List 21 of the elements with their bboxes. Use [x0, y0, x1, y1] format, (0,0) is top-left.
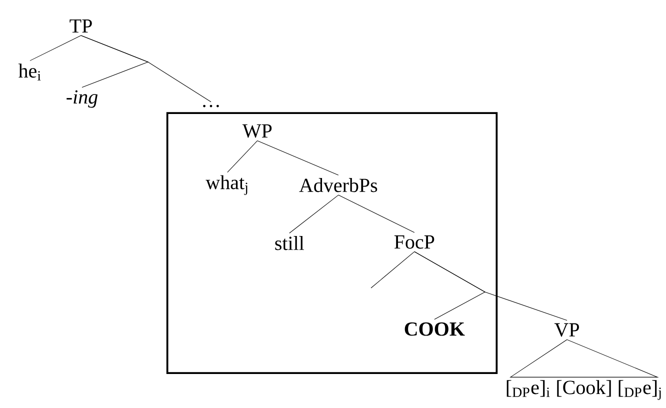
- enclosing-box: [166, 112, 498, 374]
- branch-line: [30, 35, 82, 61]
- branch-line: [227, 140, 258, 173]
- category-label: WP: [242, 124, 272, 138]
- word-label: COOK: [404, 322, 465, 336]
- branch-line: [370, 251, 415, 288]
- category-label: AdverbPs: [299, 178, 378, 192]
- branch-line: [257, 140, 339, 176]
- word-label: still: [275, 236, 304, 250]
- branch-line: [414, 251, 568, 321]
- terminal-string: [$_{DP}$e]$_{i}$ [Cook] [$_{DP}$e]$_{j}$: [506, 380, 661, 400]
- category-label: VP: [554, 323, 579, 337]
- ellipsis-label: …: [203, 104, 219, 108]
- word-label: -ing: [66, 90, 98, 108]
- category-label: FocP: [394, 235, 434, 249]
- category-label: TP: [70, 19, 92, 33]
- word-label: what$_{j}$: [206, 175, 248, 195]
- branch-line: [338, 194, 415, 233]
- branch-line: [80, 35, 212, 102]
- branch-line: [289, 194, 339, 234]
- word-label: he$_{i}$: [18, 64, 41, 80]
